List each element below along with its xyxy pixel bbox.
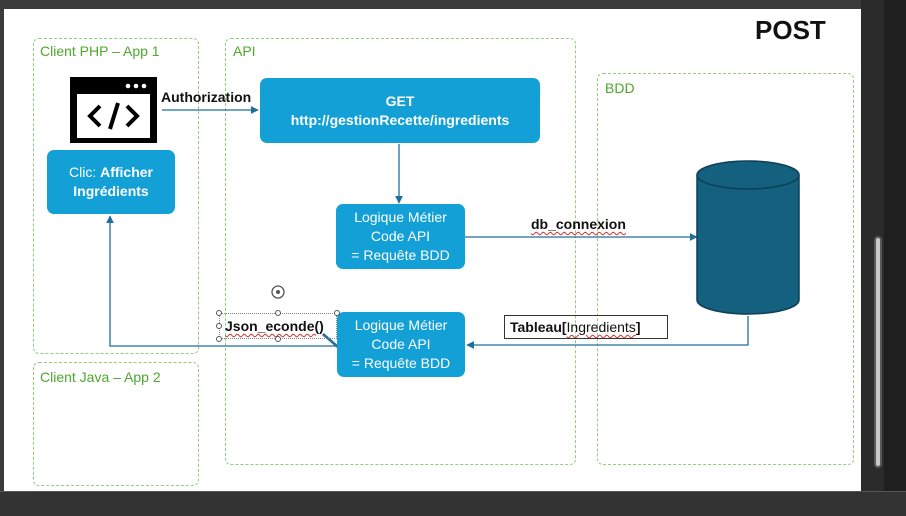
zone-client-java-label: Client Java – App 2 bbox=[40, 369, 161, 385]
get-method-label: GET bbox=[385, 92, 415, 109]
afficher-ingredients-line2: Ingrédients bbox=[73, 183, 149, 199]
db-connexion-label: db_connexion bbox=[531, 216, 626, 232]
logique2-line3: = Requête BDD bbox=[351, 355, 451, 371]
json-econde-label: Json_econde() bbox=[225, 318, 324, 334]
zone-client-php-label: Client PHP – App 1 bbox=[40, 43, 160, 59]
selection-handle-ml[interactable] bbox=[216, 323, 222, 329]
logique2-line2: Code API bbox=[371, 336, 431, 352]
selection-handle-tm[interactable] bbox=[275, 310, 281, 316]
authorization-label: Authorization bbox=[161, 89, 252, 105]
get-url-label: http://gestionRecette/ingredients bbox=[290, 111, 510, 128]
afficher-ingredients-button[interactable]: Clic: Afficher Ingrédients bbox=[47, 150, 175, 214]
zone-bdd-label: BDD bbox=[605, 80, 635, 96]
zone-bdd bbox=[597, 73, 854, 465]
tableau-ingredients-label: Tableau[Ingredients] bbox=[510, 319, 641, 335]
editor-side-strip bbox=[884, 0, 906, 515]
zone-client-php bbox=[33, 38, 199, 354]
tableau-ingredients-textbox[interactable]: Tableau[Ingredients] bbox=[504, 315, 668, 339]
zone-client-java bbox=[33, 362, 199, 486]
bottom-status-bar bbox=[0, 491, 906, 516]
zone-api-label: API bbox=[233, 43, 256, 59]
logique2-line1: Logique Métier bbox=[354, 317, 448, 333]
slide-title: POST bbox=[755, 15, 826, 45]
logique1-line3: = Requête BDD bbox=[351, 247, 450, 263]
logique-metier-box-2[interactable]: Logique Métier Code API = Requête BDD bbox=[337, 312, 465, 377]
selection-handle-tl[interactable] bbox=[216, 310, 222, 316]
selection-handle-tr[interactable] bbox=[334, 310, 340, 316]
logique-metier-box-1[interactable]: Logique Métier Code API = Requête BDD bbox=[336, 204, 465, 269]
selection-handle-bl[interactable] bbox=[216, 336, 222, 342]
scrollbar-thumb[interactable] bbox=[876, 238, 880, 466]
logique1-line2: Code API bbox=[370, 228, 431, 244]
get-endpoint-box[interactable]: GET http://gestionRecette/ingredients bbox=[260, 78, 540, 143]
afficher-ingredients-line1: Clic: Afficher bbox=[68, 164, 154, 180]
selection-handle-bm[interactable] bbox=[275, 336, 281, 342]
logique1-line1: Logique Métier bbox=[354, 209, 447, 225]
